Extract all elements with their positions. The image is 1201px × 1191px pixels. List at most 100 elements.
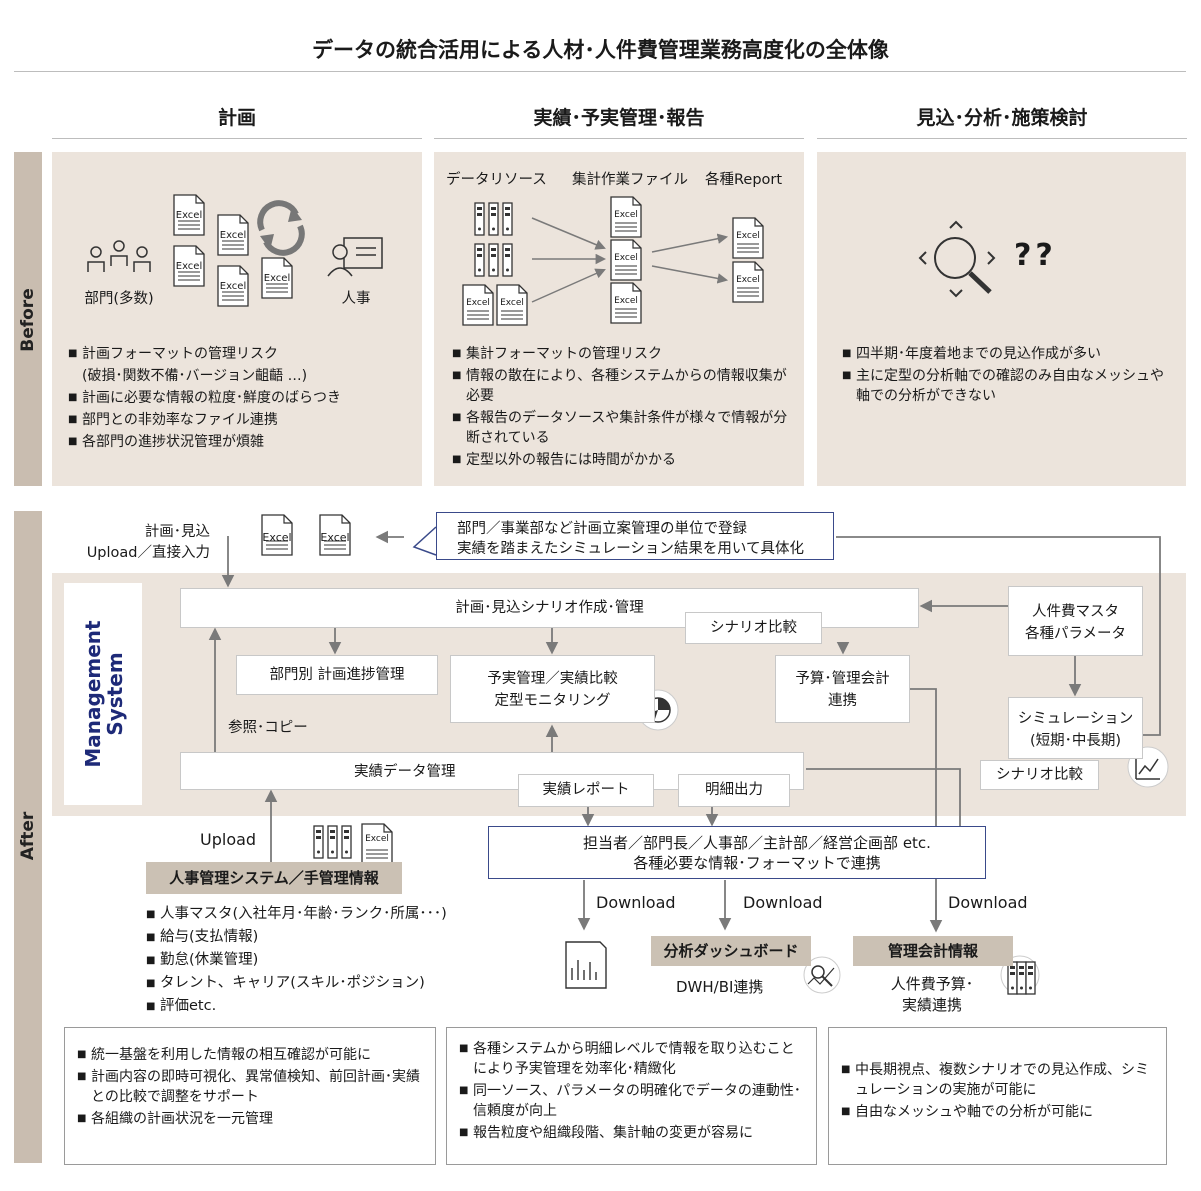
- dept-progress-box: 部門別 計画進捗管理: [236, 655, 438, 695]
- stakeholder-box: 担当者／部門長／人事部／主計部／経営企画部 etc. 各種必要な情報･フォーマッ…: [488, 826, 986, 879]
- excel-label: Excel: [219, 230, 247, 241]
- dashboard-tag: 分析ダッシュボード: [651, 936, 811, 966]
- report-label: 各種Report: [705, 172, 783, 188]
- dwh-bi-label: DWH/BI連携: [676, 978, 764, 996]
- hr-data-servers-icon: [313, 823, 393, 865]
- column-head-plan: 計画: [217, 107, 256, 129]
- excel-label: Excel: [736, 275, 760, 285]
- bullet-item: 計画内容の即時可視化、異常値検知、前回計画･実績との比較で調整をサポート: [77, 1067, 421, 1107]
- cost-master-box: 人件費マスタ 各種パラメータ: [1008, 586, 1143, 656]
- bullet-item: 給与(支払情報): [146, 927, 476, 948]
- before-sidebar: [14, 152, 42, 486]
- bullet-item: 統一基盤を利用した情報の相互確認が可能に: [77, 1045, 421, 1065]
- master-line1: 人件費マスタ: [1032, 604, 1119, 620]
- bullet-item: 中長期視点、複数シナリオでの見込作成、シミュレーションの実施が可能に: [841, 1060, 1154, 1100]
- budget-line2: 連携: [828, 693, 857, 709]
- page-title: データの統合活用による人材･人件費管理業務高度化の全体像: [312, 38, 889, 62]
- sim-line2: (短期･中長期): [1029, 733, 1122, 749]
- excel-label: Excel: [175, 261, 203, 272]
- yojitsu-line2: 定型モニタリング: [494, 693, 611, 709]
- before-actual-bullets: 集計フォーマットの管理リスク 情報の散在により、各種システムからの情報収集が必要…: [452, 344, 792, 472]
- bullet-item: 集計フォーマットの管理リスク: [452, 344, 792, 364]
- bullet-item: 各報告のデータソースや集計条件が様々で情報が分断されている: [452, 408, 792, 448]
- bullet-item: 同一ソース、パラメータの明確化でデータの連動性･信頼度が向上: [459, 1081, 802, 1121]
- excel-label: Excel: [263, 273, 291, 284]
- before-forecast-bullets: 四半期･年度着地までの見込作成が多い 主に定型の分析軸での確認のみ自由なメッシュ…: [842, 344, 1172, 408]
- excel-label: Excel: [175, 210, 203, 221]
- download-label: Download: [743, 893, 823, 912]
- bullet-item: 計画に必要な情報の粒度･鮮度のばらつき: [68, 388, 408, 408]
- excel-label: Excel: [614, 253, 638, 263]
- before-flow-arrows: [531, 217, 729, 303]
- actual-data-box: 実績データ管理: [180, 752, 804, 790]
- bullet-item: 報告粒度や組織段階、集計軸の変更が容易に: [459, 1123, 802, 1143]
- hr-data-bullets: 人事マスタ(入社年月･年齢･ランク･所属･･･) 給与(支払情報) 勤怠(休業管…: [146, 904, 476, 1019]
- bullet-item: タレント、キャリア(スキル･ポジション): [146, 973, 476, 994]
- work-file-label: 集計作業ファイル: [572, 172, 688, 188]
- dept-label: 部門(多数): [84, 291, 154, 307]
- bullet-item: 各部門の進捗状況管理が煩雑: [68, 432, 408, 452]
- result-plan-bullets: 統一基盤を利用した情報の相互確認が可能に 計画内容の即時可視化、異常値検知、前回…: [77, 1045, 421, 1129]
- sim-line1: シミュレーション: [1017, 711, 1134, 727]
- stakeholder-line1: 担当者／部門長／人事部／主計部／経営企画部 etc.: [583, 834, 931, 852]
- result-actual-bullets: 各種システムから明細レベルで情報を取り込むことにより予実管理を効率化･精緻化 同…: [459, 1039, 802, 1143]
- before-plan-panel: [52, 152, 422, 486]
- column-rule-actual: [434, 138, 804, 139]
- excel-label: Excel: [219, 281, 247, 292]
- excel-label: Excel: [614, 210, 638, 220]
- result-actual-box: 各種システムから明細レベルで情報を取り込むことにより予実管理を効率化･精緻化 同…: [446, 1027, 817, 1165]
- refresh-icon: [257, 200, 305, 256]
- cost-budget-link-label: 人件費予算･ 実績連携: [870, 974, 994, 1016]
- title-divider: [14, 71, 1186, 72]
- bullet-item: 評価etc.: [146, 996, 476, 1017]
- result-forecast-box: 中長期視点、複数シナリオでの見込作成、シミュレーションの実施が可能に 自由なメッ…: [828, 1027, 1167, 1165]
- result-forecast-bullets: 中長期視点、複数シナリオでの見込作成、シミュレーションの実施が可能に 自由なメッ…: [841, 1060, 1154, 1122]
- excel-label: Excel: [365, 834, 389, 844]
- bullet-item: 情報の散在により、各種システムからの情報収集が必要: [452, 366, 792, 406]
- excel-label: Excel: [500, 298, 524, 308]
- upload-direct-label: 計画･見込 Upload／直接入力: [70, 522, 210, 564]
- download-label: Download: [596, 893, 676, 912]
- budget-link-line1: 人件費予算･: [890, 975, 974, 993]
- scenario-compare-label-2: シナリオ比較: [980, 760, 1099, 790]
- ref-copy-label: 参照･コピー: [228, 720, 308, 736]
- bullet-item: 四半期･年度着地までの見込作成が多い: [842, 344, 1172, 364]
- bullet-continuation: (破損･関数不備･バージョン齟齬 …): [82, 368, 308, 384]
- hr-person-icon: [327, 237, 383, 277]
- result-plan-box: 統一基盤を利用した情報の相互確認が可能に 計画内容の即時可視化、異常値検知、前回…: [64, 1027, 436, 1165]
- callout-line2: 実績を踏まえたシミュレーション結果を用いて具体化: [457, 541, 804, 557]
- report-document-icon: [565, 941, 607, 989]
- people-icon: [87, 240, 151, 272]
- column-rule-forecast: [817, 138, 1187, 139]
- hr-system-tag: 人事管理システム／手管理情報: [146, 862, 402, 894]
- yojitsu-box: 予実管理／実績比較 定型モニタリング: [450, 655, 655, 723]
- data-source-label: データリソース: [446, 172, 547, 188]
- bullet-item: 自由なメッシュや軸での分析が可能に: [841, 1102, 1154, 1122]
- simulation-box: シミュレーション (短期･中長期): [1008, 697, 1143, 759]
- download-label: Download: [948, 893, 1028, 912]
- bullet-item: 定型以外の報告には時間がかかる: [452, 450, 792, 470]
- callout-line1: 部門／事業部など計画立案管理の単位で登録: [457, 521, 747, 537]
- bullet-item: 各組織の計画状況を一元管理: [77, 1109, 421, 1129]
- budget-link-box: 予算･管理会計 連携: [775, 655, 910, 723]
- mgmt-accounting-tag: 管理会計情報: [853, 936, 1013, 966]
- detail-output-label: 明細出力: [678, 774, 790, 807]
- management-system-label-box: [64, 583, 142, 805]
- budget-line1: 予算･管理会計: [795, 671, 890, 687]
- stakeholder-line2: 各種必要な情報･フォーマットで連携: [633, 854, 881, 872]
- column-head-forecast: 見込･分析･施策検討: [916, 107, 1088, 129]
- callout-box: 部門／事業部など計画立案管理の単位で登録 実績を踏まえたシミュレーション結果を用…: [436, 512, 834, 560]
- actual-report-label: 実績レポート: [518, 774, 654, 807]
- upload-line2: Upload／直接入力: [86, 545, 210, 561]
- bullet-item: 人事マスタ(入社年月･年齢･ランク･所属･･･): [146, 904, 476, 925]
- excel-label: Excel: [736, 231, 760, 241]
- before-plan-bullets: 計画フォーマットの管理リスク (破損･関数不備･バージョン齟齬 …) 計画に必要…: [68, 344, 408, 454]
- column-rule-plan: [52, 138, 422, 139]
- excel-label: Excel: [466, 298, 490, 308]
- dashboard-analytics-icon: [803, 956, 841, 994]
- bullet-item: 主に定型の分析軸での確認のみ自由なメッシュや軸での分析ができない: [842, 366, 1172, 406]
- hr-label: 人事: [341, 291, 371, 307]
- question-marks: ??: [1014, 238, 1057, 273]
- excel-label: Excel: [614, 296, 638, 306]
- bullet-item: 勤怠(休業管理): [146, 950, 476, 971]
